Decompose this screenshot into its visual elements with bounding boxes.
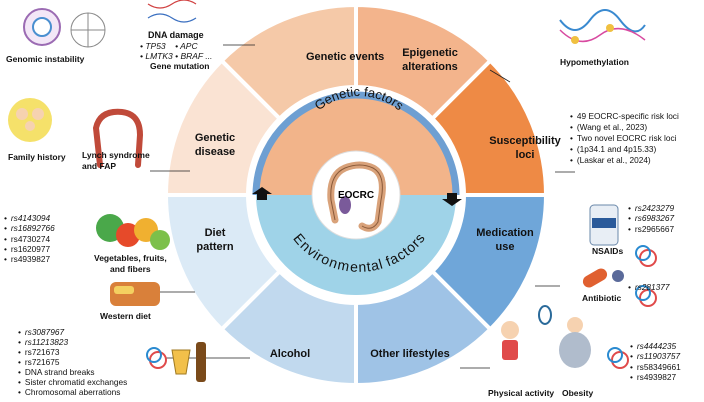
alcohol-item: rs721673	[18, 347, 127, 357]
alcohol-item: rs721675	[18, 357, 127, 367]
physical-activity-icon	[501, 305, 552, 360]
alcohol-label: Alcohol	[270, 348, 310, 360]
diet-snp: rs4143094	[4, 213, 55, 223]
intestine-icon	[92, 108, 144, 168]
genetic-events-label: Genetic events	[306, 51, 384, 63]
nsaid-snp: rs2965667	[628, 224, 674, 234]
diet-snp-list: rs4143094 rs16892766 rs4730274 rs1620977…	[4, 213, 55, 264]
hypomethylation-icon	[559, 9, 646, 44]
diet-pattern-label-2: pattern	[196, 241, 234, 253]
environmental-factors-ring	[256, 195, 456, 295]
susceptibility-note-1: 49 EOCRC-specific risk loci	[570, 111, 679, 122]
vegetables-label-2: and fibers	[110, 264, 151, 274]
down-arrow-icon	[442, 193, 462, 206]
nsaids-label: NSAIDs	[592, 246, 624, 256]
diet-snp: rs16892766	[4, 223, 55, 233]
colon-outline-icon	[330, 164, 383, 229]
genetic-factors-ring	[256, 95, 456, 195]
gene-row-1: • TP53 • APC	[140, 41, 198, 51]
gene-row-2: • LMTK3 • BRAF ...	[140, 51, 213, 61]
diet-snp: rs1620977	[4, 244, 55, 254]
nsaid-snp-list: rs2423279 rs6983267 rs2965667	[628, 203, 674, 234]
genomic-instability-label: Genomic instability	[6, 54, 85, 64]
diet-snp: rs4730274	[4, 234, 55, 244]
antibiotic-snp: rs281377	[628, 282, 670, 292]
antibiotic-icon	[582, 268, 624, 288]
nsaid-snp: rs2423279	[628, 203, 674, 213]
diet-pattern-label-1: Diet	[205, 227, 226, 239]
epigenetic-label-2: alterations	[402, 61, 458, 73]
diet-snp: rs4939827	[4, 254, 55, 264]
alcohol-item: Chromosomal aberrations	[18, 387, 127, 397]
family-history-label: Family history	[8, 152, 66, 162]
tumor-icon	[339, 196, 351, 214]
susceptibility-note-4: (1p34.1 and 4p15.33)	[570, 144, 679, 155]
dna-damage-icon	[147, 0, 197, 23]
alcohol-item: Sister chromatid exchanges	[18, 377, 127, 387]
lifestyle-snp: rs11903757	[630, 351, 681, 361]
lifestyle-snp: rs4939827	[630, 372, 681, 382]
physical-activity-label: Physical activity	[488, 388, 555, 398]
center-label: EOCRC	[338, 190, 374, 201]
nsaids-icon	[589, 204, 619, 246]
epigenetic-label-1: Epigenetic	[402, 47, 458, 59]
susceptibility-label-2: loci	[516, 149, 535, 161]
gene-mutation-label: Gene mutation	[150, 61, 210, 71]
lynch-label-1: Lynch syndrome	[82, 150, 150, 160]
lifestyle-snp: rs58349661	[630, 362, 681, 372]
ring-divider	[252, 91, 460, 196]
up-arrow-icon	[252, 187, 272, 200]
lifestyle-snp: rs4444235	[630, 341, 681, 351]
other-lifestyles-label: Other lifestyles	[370, 348, 449, 360]
obesity-icon	[559, 317, 591, 368]
susceptibility-note-5: (Laskar et al., 2024)	[570, 155, 679, 166]
alcohol-list: rs3087967 rs11213823 rs721673 rs721675 D…	[18, 327, 127, 397]
obesity-label: Obesity	[562, 388, 594, 398]
alcohol-item: rs3087967	[18, 327, 127, 337]
genomic-instability-icon	[23, 8, 106, 48]
alcohol-item: DNA strand breaks	[18, 367, 127, 377]
western-diet-icon	[110, 282, 160, 306]
genetic-disease-label-2: disease	[195, 146, 235, 158]
genetic-disease-segment	[163, 57, 283, 197]
genetic-disease-label-1: Genetic	[195, 132, 235, 144]
alcohol-icon	[146, 342, 206, 382]
lifestyle-snp-list: rs4444235 rs11903757 rs58349661 rs493982…	[630, 341, 681, 382]
western-diet-label: Western diet	[100, 311, 151, 321]
alcohol-item: rs11213823	[18, 337, 127, 347]
susceptibility-note-3: Two novel EOCRC risk loci	[570, 133, 679, 144]
family-history-icon	[8, 98, 52, 142]
medication-use-label-2: use	[496, 241, 515, 253]
dna-damage-label: DNA damage	[148, 30, 204, 40]
susceptibility-notes: 49 EOCRC-specific risk loci (Wang et al.…	[570, 111, 679, 166]
susceptibility-note-2: (Wang et al., 2023)	[570, 122, 679, 133]
medication-use-label-1: Medication	[476, 227, 534, 239]
hypomethylation-label: Hypomethylation	[560, 57, 629, 67]
antibiotic-label: Antibiotic	[582, 293, 622, 303]
lynch-label-2: and FAP	[82, 161, 117, 171]
vegetables-label-1: Vegetables, fruits,	[94, 253, 167, 263]
susceptibility-label-1: Susceptibility	[489, 135, 561, 147]
antibiotic-snp-list: rs281377	[628, 282, 670, 292]
vegetables-icon	[96, 214, 170, 250]
nsaid-snp: rs6983267	[628, 213, 674, 223]
